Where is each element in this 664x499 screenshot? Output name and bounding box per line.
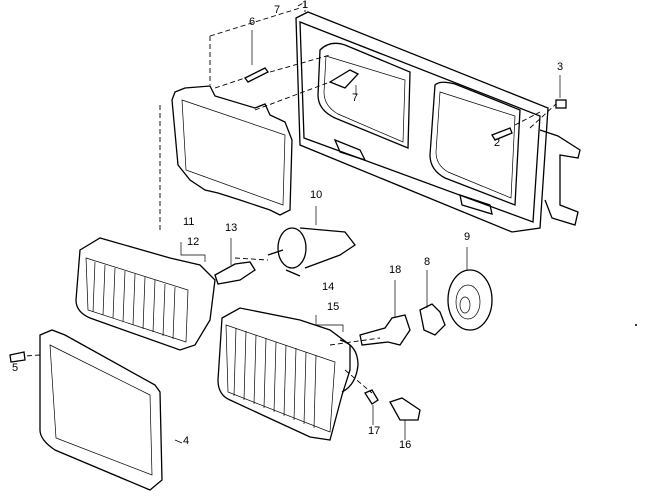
bulb-holder bbox=[267, 227, 356, 277]
callout-7: 7 bbox=[274, 4, 281, 16]
dot-mark bbox=[635, 324, 637, 326]
callout-18: 18 bbox=[389, 264, 402, 276]
callout-2: 2 bbox=[494, 137, 501, 149]
inner-bezel bbox=[171, 85, 293, 216]
callout-6: 6 bbox=[249, 16, 256, 28]
callout-3: 3 bbox=[557, 61, 564, 73]
callout-14: 14 bbox=[322, 281, 335, 293]
headlamp-upper bbox=[75, 237, 216, 351]
callout-16: 16 bbox=[399, 439, 412, 451]
callout-13: 13 bbox=[225, 222, 238, 234]
callout-10: 10 bbox=[310, 189, 323, 201]
rubber-cap bbox=[447, 269, 493, 331]
callout-11: 11 bbox=[183, 216, 195, 228]
retaining-ring bbox=[419, 303, 446, 336]
mounting-frame bbox=[295, 11, 581, 233]
callout-7b: 7 bbox=[352, 92, 359, 104]
socket-16 bbox=[389, 397, 421, 421]
callout-12: 12 bbox=[187, 236, 200, 248]
callout-leaders bbox=[174, 30, 561, 444]
callout-17: 17 bbox=[368, 425, 381, 437]
callout-1: 1 bbox=[302, 0, 309, 11]
headlamp-lower bbox=[217, 307, 359, 441]
outer-bezel bbox=[39, 329, 163, 491]
callout-9: 9 bbox=[464, 231, 471, 243]
callout-8: 8 bbox=[424, 256, 431, 268]
callout-15: 15 bbox=[327, 301, 340, 313]
bulb-17 bbox=[364, 389, 379, 405]
callout-5: 5 bbox=[12, 362, 19, 374]
bulb-13 bbox=[214, 261, 256, 285]
bulb-18 bbox=[359, 314, 411, 346]
callout-4: 4 bbox=[183, 435, 190, 447]
assembly-lines bbox=[24, 1, 557, 394]
